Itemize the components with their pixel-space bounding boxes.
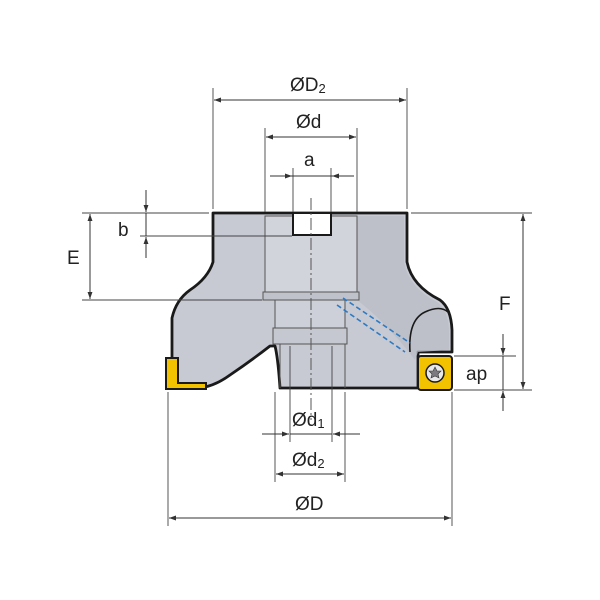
- label-b: b: [118, 220, 129, 241]
- label-F: F: [499, 294, 511, 315]
- label-E: E: [67, 248, 80, 269]
- label-D2: ØD2: [290, 75, 326, 96]
- insert-left: [165, 357, 207, 390]
- dimension-lines: [87, 97, 526, 521]
- dimension-labels: ØD2 Ød a b E F ap Ød1 Ød2 ØD: [67, 75, 511, 515]
- body-shade-right: [357, 216, 449, 360]
- label-d: Ød: [296, 112, 321, 133]
- keyway-slot: [292, 212, 332, 236]
- counterbore: [272, 327, 348, 345]
- extension-lines: [82, 88, 532, 526]
- insert-right: [417, 355, 453, 391]
- label-d2: Ød2: [292, 450, 325, 471]
- label-a: a: [304, 150, 315, 171]
- torx-screw-icon: [425, 363, 445, 383]
- coolant-channel: [336, 297, 411, 353]
- label-d1: Ød1: [292, 410, 325, 431]
- body-edge-curve: [408, 307, 449, 353]
- label-D: ØD: [295, 494, 324, 515]
- lower-bore: [274, 299, 346, 329]
- label-ap: ap: [466, 364, 487, 385]
